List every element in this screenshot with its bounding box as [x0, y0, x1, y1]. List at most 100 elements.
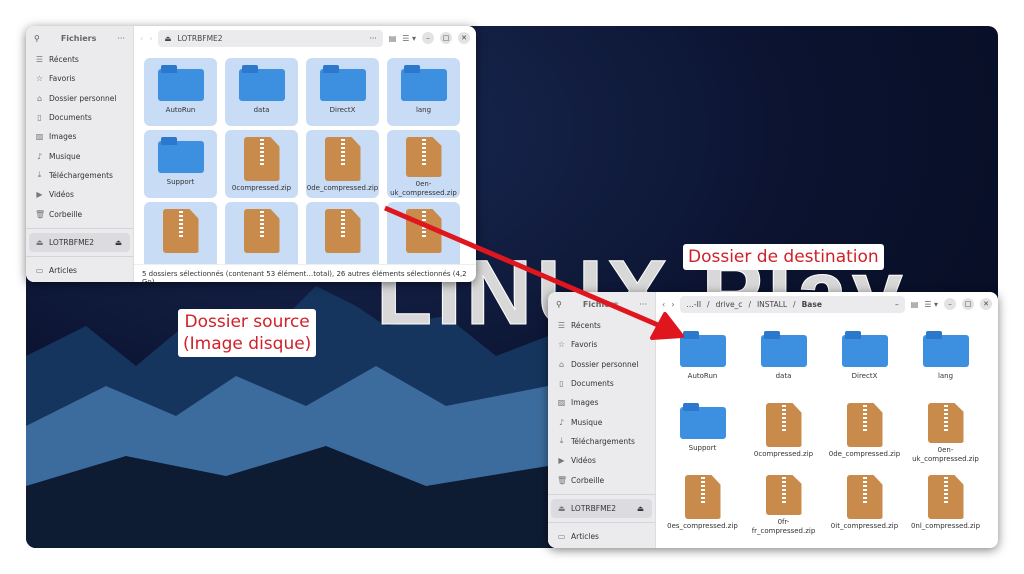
sidebar-item[interactable]: 🗑Corbeille	[548, 470, 655, 489]
folder-icon	[157, 65, 204, 101]
list-view-icon[interactable]: ☰ ▾	[402, 33, 416, 43]
file-item[interactable]: AutoRun	[666, 324, 739, 392]
sidebar-item[interactable]: ▯Documents	[548, 374, 655, 393]
path-segment[interactable]: INSTALL	[756, 299, 788, 309]
file-item[interactable]: Support	[144, 130, 217, 198]
file-item[interactable]: 0es_compressed.zip	[666, 468, 739, 536]
sidebar: ⚲Fichiers···☰Récents☆Favoris⌂Dossier per…	[548, 292, 656, 548]
sidebar-item-label: Musique	[49, 151, 81, 161]
file-item[interactable]: 0de_compressed.zip	[828, 396, 901, 464]
sidebar-item-articles[interactable]: ▭Articles	[548, 527, 655, 546]
sidebar-item-icon: ⤓	[37, 170, 42, 180]
back-button[interactable]: ‹	[140, 33, 144, 43]
sidebar-item[interactable]: ♪Musique	[548, 412, 655, 431]
path-bar[interactable]: …-II/drive_c/INSTALL/Base–	[680, 295, 905, 313]
file-item[interactable]: data	[747, 324, 820, 392]
sidebar-item[interactable]: ▶Vidéos	[26, 185, 133, 204]
file-item[interactable]: 0compressed.zip	[747, 396, 820, 464]
file-item[interactable]: 0nl_compressed.zip	[909, 468, 982, 536]
sidebar-item-label: Récents	[571, 321, 601, 331]
sidebar-item[interactable]: ⤓ Téléchargements	[26, 166, 133, 185]
eject-icon[interactable]: ⏏	[114, 237, 122, 247]
folder-icon	[841, 331, 888, 367]
mountain-landscape	[26, 286, 548, 548]
sidebar-item-label: Téléchargements	[49, 170, 113, 180]
back-button[interactable]: ‹	[662, 299, 666, 309]
path-menu-icon[interactable]: ···	[369, 33, 377, 43]
sidebar-item[interactable]: ☆ Favoris	[26, 69, 133, 88]
sidebar-item[interactable]: ⤓Téléchargements	[548, 432, 655, 451]
minimize-button[interactable]: –	[944, 298, 956, 310]
forward-button[interactable]: ›	[671, 299, 675, 309]
file-item[interactable]: AutoRun	[144, 58, 217, 126]
sidebar-item[interactable]: ▨Images	[548, 393, 655, 412]
sidebar-item[interactable]: ☰Récents	[548, 316, 655, 335]
more-icon[interactable]: ···	[639, 299, 647, 309]
file-item[interactable]: 0en-uk_compressed.zip	[909, 396, 982, 464]
sidebar-item[interactable]: ☰Récents	[26, 50, 133, 69]
file-item[interactable]	[306, 202, 379, 270]
sidebar-item-icon: ☆	[557, 340, 566, 350]
sidebar-item-label: Articles	[571, 532, 599, 542]
file-item[interactable]: 0de_compressed.zip	[306, 130, 379, 198]
file-item[interactable]	[144, 202, 217, 270]
sidebar-item[interactable]: ♪Musique	[26, 146, 133, 165]
maximize-button[interactable]: □	[962, 298, 974, 310]
file-item[interactable]: 0fr-fr_compressed.zip	[747, 468, 820, 536]
path-bar[interactable]: ⏏LOTRBFME2···	[158, 29, 383, 47]
sidebar-item[interactable]: ▯Documents	[26, 108, 133, 127]
sidebar-item-articles[interactable]: ▭Articles	[26, 261, 133, 280]
zip-archive-icon	[405, 137, 442, 177]
file-name: 0en-uk_compressed.zip	[912, 446, 979, 463]
folder-icon: ▭	[35, 266, 44, 276]
file-item[interactable]: data	[225, 58, 298, 126]
sidebar-item-drive[interactable]: ⏏LOTRBFME2⏏	[551, 498, 652, 518]
view-options-icon[interactable]: ▤	[388, 33, 397, 43]
path-menu-icon[interactable]: –	[894, 299, 899, 309]
sidebar-item[interactable]: 🗑Corbeille	[26, 204, 133, 223]
eject-icon[interactable]: ⏏	[636, 503, 644, 513]
zip-archive-icon	[765, 403, 802, 447]
more-icon[interactable]: ···	[117, 33, 125, 43]
sidebar-item-icon: ▨	[35, 132, 44, 142]
file-item[interactable]: 0it_compressed.zip	[828, 468, 901, 536]
sidebar-item-drive[interactable]: ⏏LOTRBFME2⏏	[29, 232, 130, 252]
sidebar-item-label: Corbeille	[49, 209, 83, 219]
view-options-icon[interactable]: ▤	[910, 299, 919, 309]
file-item[interactable]: DirectX	[306, 58, 379, 126]
sidebar-item-icon: ☆	[35, 74, 44, 84]
list-view-icon[interactable]: ☰ ▾	[924, 299, 938, 309]
sidebar-item[interactable]: ☆Favoris	[548, 335, 655, 354]
sidebar-item-label: Favoris	[49, 74, 76, 84]
maximize-button[interactable]: □	[440, 32, 452, 44]
path-segment[interactable]: …-II	[686, 299, 702, 309]
sidebar-item-label: Documents	[571, 379, 614, 389]
file-item[interactable]: Support	[666, 396, 739, 464]
sidebar-item-label: Dossier personnel	[49, 93, 117, 103]
file-item[interactable]: DirectX	[828, 324, 901, 392]
path-segment[interactable]: Base	[801, 299, 822, 309]
file-item[interactable]: 0en-uk_compressed.zip	[387, 130, 460, 198]
sidebar-item[interactable]: ▶Vidéos	[548, 451, 655, 470]
forward-button[interactable]: ›	[149, 33, 153, 43]
sidebar-item-icon: 🗑	[35, 209, 46, 219]
path-segment[interactable]: drive_c	[715, 299, 743, 309]
sidebar-item[interactable]: ⌂Dossier personnel	[548, 355, 655, 374]
file-item[interactable]: lang	[909, 324, 982, 392]
file-item[interactable]: 0compressed.zip	[225, 130, 298, 198]
file-item[interactable]	[225, 202, 298, 270]
sidebar-item-icon: ⌂	[36, 93, 43, 103]
search-icon[interactable]: ⚲	[556, 299, 562, 309]
file-item[interactable]: lang	[387, 58, 460, 126]
file-name: 0it_compressed.zip	[830, 522, 899, 530]
sidebar-item-icon: ▨	[557, 398, 566, 408]
sidebar-item[interactable]: ▨Images	[26, 127, 133, 146]
close-button[interactable]: ✕	[980, 298, 992, 310]
folder-icon	[238, 65, 285, 101]
sidebar-item-label: Récents	[49, 55, 79, 65]
sidebar-item[interactable]: ⌂ Dossier personnel	[26, 89, 133, 108]
search-icon[interactable]: ⚲	[34, 33, 40, 43]
minimize-button[interactable]: –	[422, 32, 434, 44]
close-button[interactable]: ✕	[458, 32, 470, 44]
